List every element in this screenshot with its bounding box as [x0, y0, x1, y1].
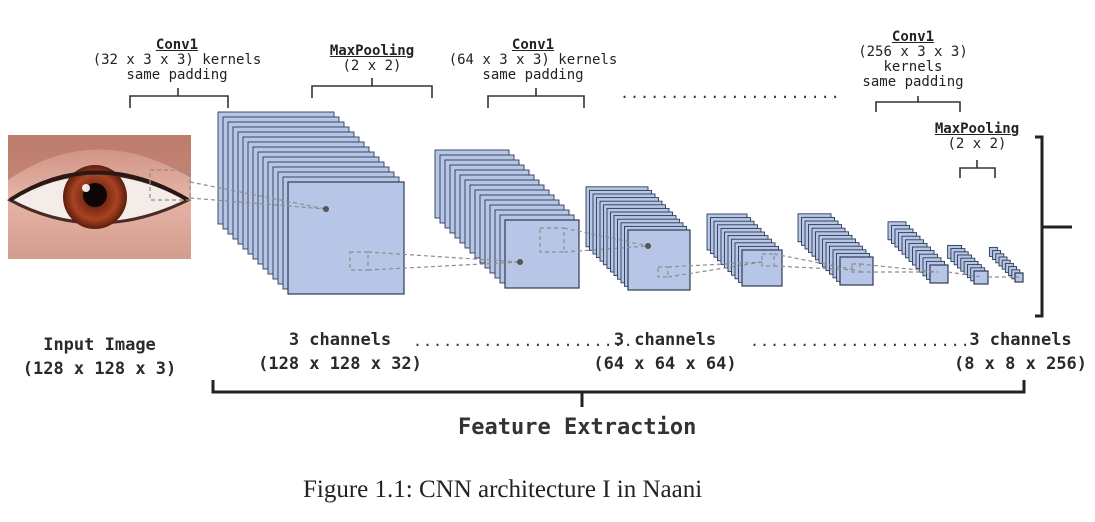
maxpool-a-title: MaxPooling	[329, 43, 415, 59]
maxpool-b-title: MaxPooling	[934, 121, 1020, 137]
maxpool-a-line1: (2 x 2)	[342, 58, 402, 74]
connection-line	[367, 251, 521, 263]
conv1-a-line2: same padding	[126, 67, 228, 83]
feature-map-layer	[973, 270, 989, 285]
figure-caption: Figure 1.1: CNN architecture I in Naani	[303, 476, 703, 503]
feature-map-stacks	[217, 111, 1024, 295]
connection-line	[667, 261, 763, 268]
feature-map-layer	[504, 219, 580, 289]
input-eye-image	[6, 135, 192, 259]
projection-point	[645, 243, 651, 249]
input-title: Input Image	[43, 335, 156, 355]
conv1-c-line2: kernels	[883, 59, 943, 75]
separator-2: ......................	[750, 332, 971, 350]
maxpool-a-annotation: MaxPooling (2 x 2)	[302, 44, 442, 74]
connection-line	[563, 245, 649, 253]
receptive-field	[657, 266, 669, 278]
stage-3-dims: (8 x 8 x 256)	[953, 354, 1088, 374]
separator-1: ......................	[413, 332, 634, 350]
stage-3-title: 3 channels	[969, 330, 1072, 350]
feature-extraction-label: Feature Extraction	[458, 415, 697, 440]
receptive-field-connections	[149, 169, 1019, 278]
layers-ellipsis: ......................	[620, 84, 841, 102]
maxpool-a-bracket	[311, 78, 433, 98]
conv1-c-bracket	[875, 96, 961, 112]
connection-line	[859, 263, 939, 273]
conv1-a-bracket	[129, 88, 229, 108]
feature-map-layer	[839, 256, 874, 286]
feature-map-layer	[929, 264, 949, 284]
conv1-a-title: Conv1	[155, 37, 199, 53]
stage-2-dims: (64 x 64 x 64)	[593, 354, 737, 374]
feature-map-layer	[627, 229, 691, 291]
feature-map-stack-3	[585, 186, 691, 291]
conv1-b-bracket	[487, 88, 585, 108]
conv1-a-line1: (32 x 3 x 3) kernels	[92, 52, 262, 68]
receptive-field	[349, 251, 369, 271]
stage-2-title: 3 channels	[613, 330, 717, 350]
receptive-field	[761, 253, 775, 267]
stage-1-label: 3 channels (128 x 128 x 32)	[248, 328, 432, 376]
connection-line	[189, 181, 327, 210]
connection-line	[563, 227, 649, 247]
annotation-brackets	[129, 78, 996, 178]
conv1-b-line1: (64 x 3 x 3) kernels	[448, 52, 618, 68]
feature-map-stack-1	[217, 111, 405, 295]
stage-1-dims: (128 x 128 x 32)	[258, 354, 422, 374]
conv1-c-line3: same padding	[862, 74, 964, 90]
maxpool-b-line1: (2 x 2)	[947, 136, 1007, 152]
feature-map-stack-4	[706, 213, 783, 287]
receptive-field	[539, 227, 565, 253]
connection-line	[189, 197, 327, 210]
stage-2-label: 3 channels (64 x 64 x 64)	[585, 328, 745, 376]
conv1-b-annotation: Conv1 (64 x 3 x 3) kernels same padding	[438, 38, 628, 83]
connection-line	[947, 271, 983, 278]
conv1-b-title: Conv1	[511, 37, 555, 53]
maxpool-b-annotation: MaxPooling (2 x 2)	[922, 122, 1032, 152]
feature-extraction-bracket	[211, 380, 1026, 407]
conv1-a-annotation: Conv1 (32 x 3 x 3) kernels same padding	[82, 38, 272, 83]
input-label: Input Image (128 x 128 x 3)	[12, 333, 187, 381]
conv1-c-annotation: Conv1 (256 x 3 x 3) kernels same padding	[848, 30, 978, 90]
right-side-bracket	[1035, 135, 1072, 318]
connection-line	[667, 261, 763, 278]
feature-map-stack-2	[434, 149, 580, 289]
conv1-c-title: Conv1	[891, 29, 935, 45]
conv1-b-line2: same padding	[482, 67, 584, 83]
input-dims: (128 x 128 x 3)	[22, 359, 177, 379]
stage-1-title: 3 channels	[288, 330, 392, 350]
stage-3-label: 3 channels (8 x 8 x 256)	[948, 328, 1093, 376]
feature-map-stack-5	[797, 213, 874, 286]
feature-map-stack-7	[947, 244, 989, 285]
feature-map-layer	[287, 181, 405, 295]
maxpool-b-bracket	[959, 160, 996, 178]
connection-line	[367, 261, 521, 271]
feature-map-layer	[741, 249, 783, 287]
conv1-c-line1: (256 x 3 x 3)	[858, 44, 968, 60]
receptive-field	[851, 263, 861, 273]
projection-point	[323, 206, 329, 212]
projection-point	[517, 259, 523, 265]
feature-map-stack-6	[887, 221, 949, 284]
